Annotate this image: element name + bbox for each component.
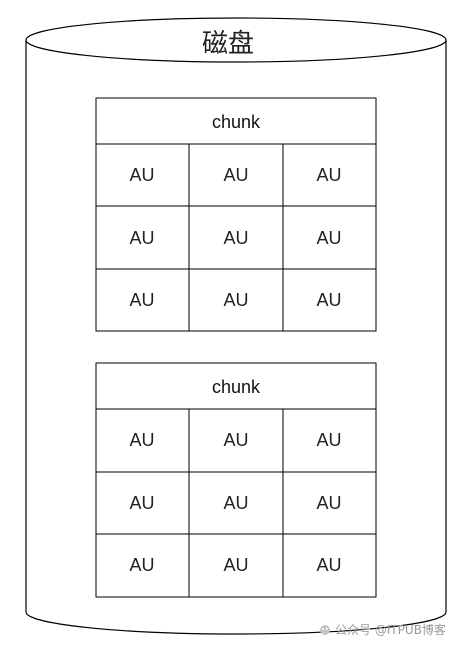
au-cell <box>282 471 377 535</box>
au-cell <box>95 471 190 535</box>
watermark: 公众号 @ITPUB博客 <box>320 622 446 637</box>
au-grid: AU AU AU AU AU AU AU AU AU <box>95 408 377 598</box>
chunk-block: chunk AU AU AU AU AU AU AU AU AU <box>95 362 377 598</box>
au-cell <box>282 533 377 598</box>
au-label: AU <box>223 165 248 185</box>
au-cell <box>95 205 190 270</box>
chunk-label: chunk <box>212 377 261 397</box>
au-label: AU <box>129 228 154 248</box>
au-label: AU <box>316 555 341 575</box>
wechat-icon-eye <box>326 628 328 630</box>
au-label: AU <box>223 228 248 248</box>
au-label: AU <box>129 290 154 310</box>
au-cell <box>188 143 284 207</box>
au-cell <box>188 533 284 598</box>
chunk-header <box>95 362 377 410</box>
au-label: AU <box>316 290 341 310</box>
au-cell <box>95 268 190 332</box>
au-label: AU <box>316 228 341 248</box>
au-label: AU <box>316 165 341 185</box>
au-label: AU <box>316 493 341 513</box>
au-label: AU <box>223 555 248 575</box>
au-cell <box>188 268 284 332</box>
disk-top <box>25 17 447 63</box>
watermark-text: 公众号 @ITPUB博客 <box>335 622 446 637</box>
au-cell <box>95 533 190 598</box>
au-label: AU <box>129 430 154 450</box>
wechat-icon <box>320 625 330 635</box>
au-cell <box>188 408 284 473</box>
au-cell <box>188 205 284 270</box>
au-label: AU <box>223 493 248 513</box>
au-label: AU <box>129 493 154 513</box>
chunk-header <box>95 97 377 145</box>
wechat-icon-eye <box>322 628 324 630</box>
au-cell <box>188 471 284 535</box>
chunk-label: chunk <box>212 112 261 132</box>
au-label: AU <box>316 430 341 450</box>
au-cell <box>282 268 377 332</box>
au-label: AU <box>223 290 248 310</box>
disk-title: 磁盘 <box>202 29 254 59</box>
au-label: AU <box>223 430 248 450</box>
au-cell <box>282 408 377 473</box>
au-cell <box>95 408 190 473</box>
au-label: AU <box>129 555 154 575</box>
au-cell <box>282 205 377 270</box>
chunk-block: chunk AU AU AU AU AU AU AU AU AU <box>95 97 377 332</box>
au-grid: AU AU AU AU AU AU AU AU AU <box>95 143 377 332</box>
au-label: AU <box>129 165 154 185</box>
